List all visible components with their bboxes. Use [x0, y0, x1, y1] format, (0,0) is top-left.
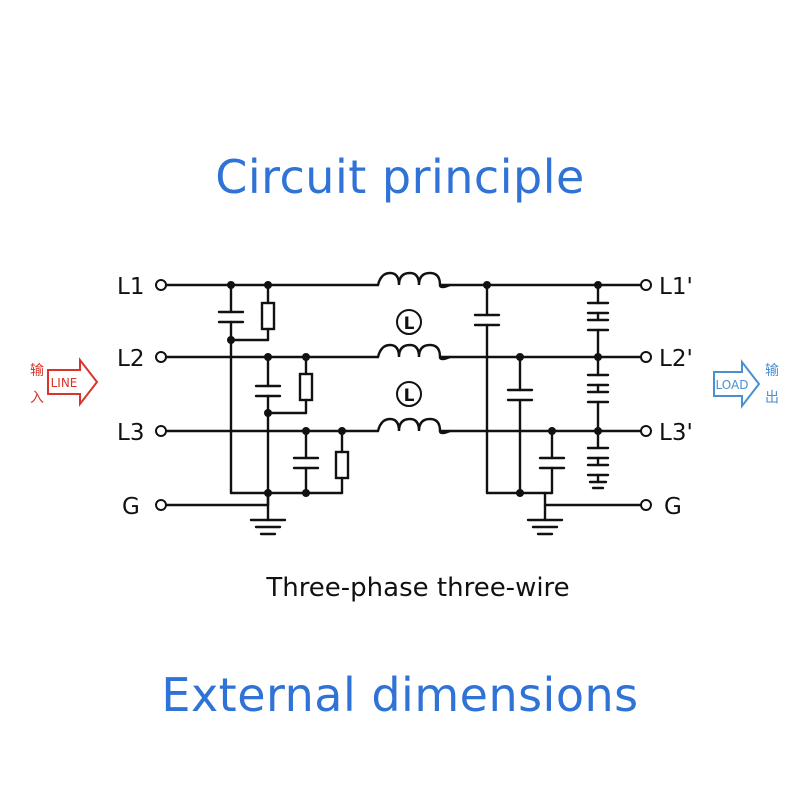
output-label-l3: L3': [659, 420, 693, 446]
svg-text:LOAD: LOAD: [716, 378, 749, 392]
svg-text:出: 出: [765, 390, 779, 406]
output-label-l1: L1': [659, 274, 693, 300]
circuit-principle-title: Circuit principle: [215, 150, 585, 204]
output-label-l2: L2': [659, 346, 693, 372]
coupling-symbol-1: L: [396, 309, 422, 335]
external-dimensions-title: External dimensions: [161, 668, 639, 722]
input-label-g: G: [122, 494, 140, 520]
inductor-l1: [376, 271, 452, 289]
load-output-arrow-icon: LOAD 输 出: [713, 359, 779, 409]
inductor-l2: [376, 343, 452, 361]
svg-text:LINE: LINE: [51, 376, 78, 390]
svg-text:输: 输: [765, 363, 779, 379]
input-label-l1: L1: [117, 274, 144, 300]
inductor-l3: [376, 417, 452, 435]
line-input-arrow-icon: LINE 输 入: [30, 357, 99, 407]
input-label-l2: L2: [117, 346, 144, 372]
svg-text:入: 入: [30, 390, 44, 406]
input-label-l3: L3: [117, 420, 144, 446]
svg-text:L: L: [404, 386, 415, 406]
coupling-symbol-2: L: [396, 381, 422, 407]
output-label-g: G: [664, 494, 682, 520]
diagram-caption: Three-phase three-wire: [265, 573, 569, 603]
svg-text:L: L: [404, 314, 415, 334]
svg-text:输: 输: [30, 363, 44, 379]
